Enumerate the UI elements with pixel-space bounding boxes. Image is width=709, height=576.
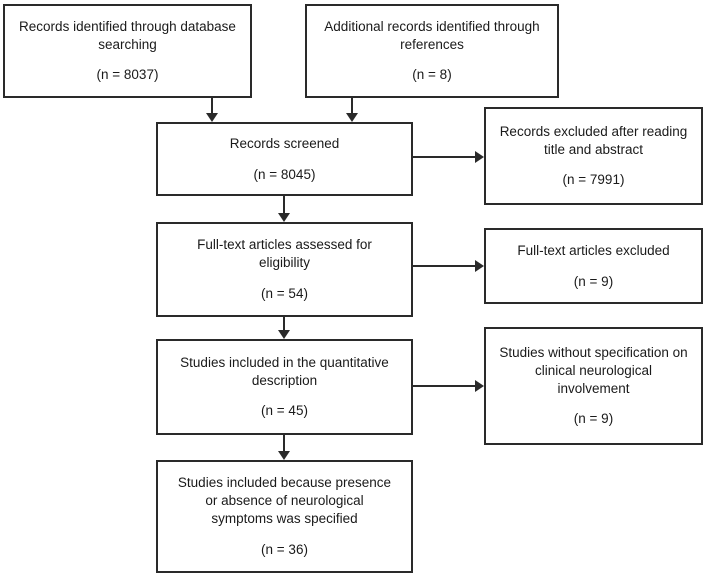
box-records-excluded: Records excluded after reading title and… <box>484 107 703 205</box>
box-label: Additional records identified through re… <box>324 18 540 52</box>
box-count: (n = 8) <box>412 67 452 83</box>
arrowhead-down-icon <box>346 113 358 122</box>
box-label: Studies included in the quantitative des… <box>180 354 389 388</box>
box-count: (n = 54) <box>261 285 308 301</box>
box-label: Full-text articles assessed for eligibil… <box>197 237 372 271</box>
box-without-specification: Studies without specification on clinica… <box>484 327 703 445</box>
box-label: Records identified through database sear… <box>19 18 236 52</box>
arrowhead-right-icon <box>475 260 484 272</box>
box-label: Studies without specification on clinica… <box>499 344 688 396</box>
arrow-line-quantitative-to-final <box>283 435 285 451</box>
arrowhead-right-icon <box>475 151 484 163</box>
box-count: (n = 7991) <box>562 172 625 188</box>
box-included-final: Studies included because presence or abs… <box>156 460 413 573</box>
box-count: (n = 9) <box>573 411 614 427</box>
box-records-identified-references: Additional records identified through re… <box>305 4 559 98</box>
arrowhead-down-icon <box>278 451 290 460</box>
box-count: (n = 9) <box>573 273 614 289</box>
arrow-line-screened-to-excluded <box>413 156 475 158</box>
arrow-line-fulltext-to-quantitative <box>283 317 285 330</box>
box-count: (n = 36) <box>261 541 308 557</box>
box-label: Records excluded after reading title and… <box>499 123 688 157</box>
box-fulltext-assessed: Full-text articles assessed for eligibil… <box>156 222 413 317</box>
box-count: (n = 8045) <box>253 166 316 182</box>
box-count: (n = 8037) <box>96 67 159 83</box>
arrowhead-down-icon <box>278 213 290 222</box>
arrow-line-fulltext-to-excluded <box>413 265 475 267</box>
box-label: Full-text articles excluded <box>517 242 670 258</box>
arrowhead-right-icon <box>475 380 484 392</box>
arrow-line-screened-to-fulltext <box>283 196 285 213</box>
arrow-line-references-to-screened <box>351 98 353 113</box>
arrowhead-down-icon <box>206 113 218 122</box>
box-count: (n = 45) <box>261 403 308 419</box>
box-fulltext-excluded: Full-text articles excluded (n = 9) <box>484 228 703 304</box>
arrow-line-quantitative-to-withoutspec <box>413 385 475 387</box>
box-label: Studies included because presence or abs… <box>177 475 392 526</box>
box-records-screened: Records screened (n = 8045) <box>156 122 413 196</box>
box-label: Records screened <box>229 135 340 151</box>
arrowhead-down-icon <box>278 330 290 339</box>
arrow-line-database-to-screened <box>211 98 213 113</box>
box-records-identified-database: Records identified through database sear… <box>3 4 252 98</box>
box-included-quantitative: Studies included in the quantitative des… <box>156 339 413 435</box>
